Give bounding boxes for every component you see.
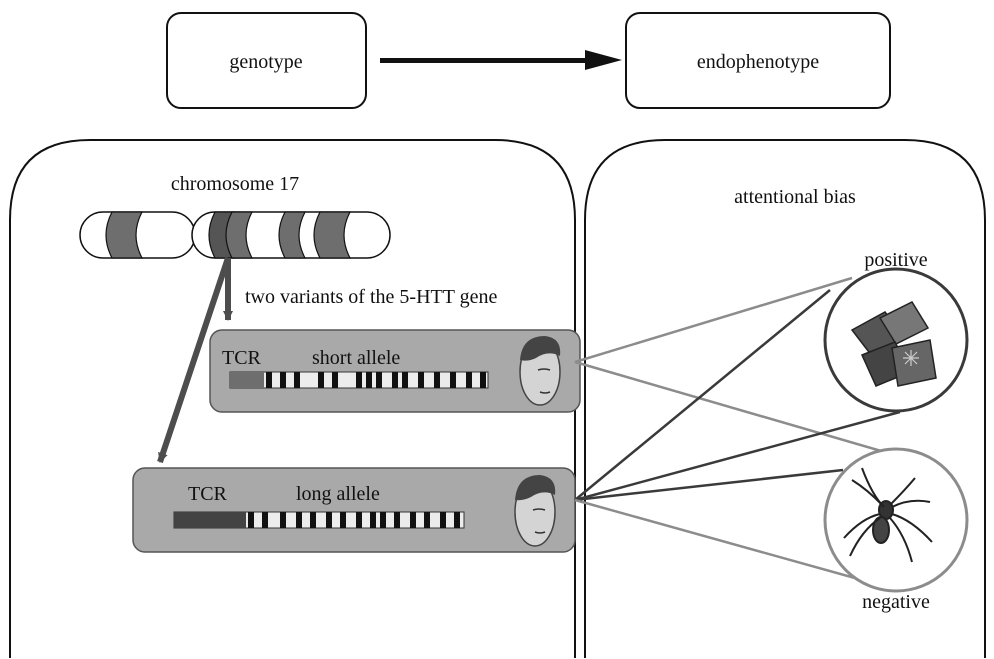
negative-stimulus-circle: [823, 447, 969, 593]
short-allele-label: short allele: [312, 347, 400, 369]
long-to-candy-line: [574, 289, 831, 501]
endophenotype-label: endophenotype: [697, 51, 819, 73]
chromosome-17: [79, 211, 391, 259]
candy-icon: [850, 301, 937, 387]
genotype-to-endophenotype-arrow: [380, 50, 622, 70]
attentional-bias-title: attentional bias: [734, 186, 856, 208]
genotype-label: genotype: [229, 51, 302, 73]
long-allele-box: [132, 467, 576, 553]
chromosome-label: chromosome 17: [171, 173, 299, 195]
negative-label: negative: [862, 591, 930, 613]
long-allele-tcr-label: TCR: [188, 483, 228, 505]
short-allele-gene-bar: [229, 371, 489, 389]
short-allele-tcr-label: TCR: [222, 347, 262, 369]
short-allele-box: [209, 329, 581, 413]
endophenotype-box: [625, 12, 891, 109]
variants-label: two variants of the 5-HTT gene: [245, 286, 497, 308]
positive-label: positive: [864, 249, 927, 271]
short-to-spider-line: [574, 360, 896, 457]
long-to-candy-line-2: [574, 410, 901, 502]
spider-icon: [843, 467, 933, 563]
face-icon: [514, 475, 556, 547]
connection-lines: [574, 276, 901, 582]
long-allele-label: long allele: [296, 483, 380, 505]
face-icon: [519, 336, 561, 406]
long-allele-gene-bar: [173, 511, 465, 529]
long-to-spider-line-2: [574, 498, 863, 582]
genotype-box: [166, 12, 367, 109]
long-to-spider-line: [574, 468, 844, 502]
short-to-candy-line: [574, 276, 853, 364]
long-allele-arrow: [157, 257, 231, 463]
